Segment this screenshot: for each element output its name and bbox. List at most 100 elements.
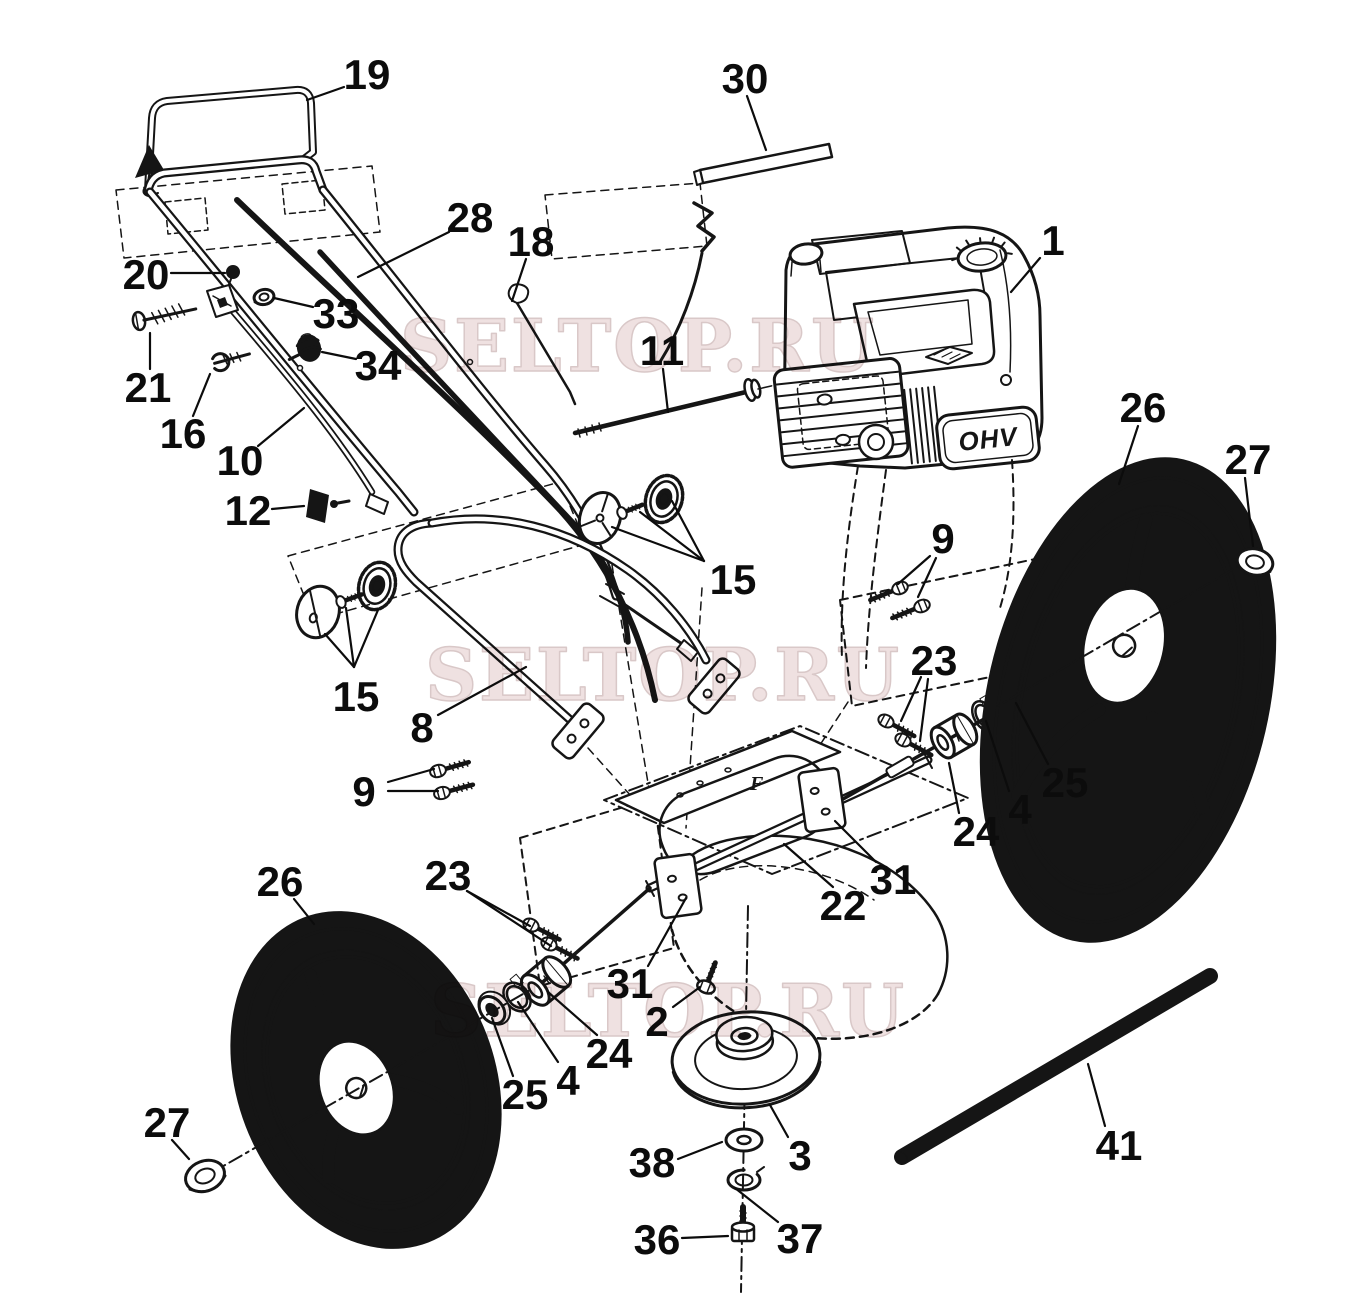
part-label-19: 19 <box>344 51 391 98</box>
leader-line-part-33 <box>272 296 315 309</box>
leader-line-part-15 <box>610 525 706 563</box>
handle-strip <box>693 142 834 186</box>
axle-nut-left <box>184 1158 227 1194</box>
leader-line-part-27 <box>170 1138 191 1161</box>
part-label-20: 20 <box>123 251 170 298</box>
engine-badge: OHV <box>935 405 1041 471</box>
part-label-38: 38 <box>629 1139 676 1186</box>
part-label-30: 30 <box>722 55 769 102</box>
leader-line-part-23 <box>899 675 923 723</box>
leader-line-part-9 <box>386 767 436 784</box>
leader-line-part-28 <box>356 230 451 279</box>
part-label-9: 9 <box>931 515 954 562</box>
leader-line-part-8 <box>436 665 528 717</box>
part-label-22: 22 <box>820 882 867 929</box>
spindle-bolt-2 <box>696 960 718 995</box>
part-label-4: 4 <box>556 1057 580 1104</box>
leader-line-part-27 <box>1243 476 1255 548</box>
part-label-23: 23 <box>911 637 958 684</box>
part-label-34: 34 <box>355 342 402 389</box>
deck-marking: F <box>749 773 764 795</box>
right-wheel <box>979 457 1277 943</box>
adjuster-screw-21 <box>131 303 198 332</box>
hook-bolt-16 <box>211 351 251 373</box>
axle-bolt-11 <box>572 369 841 438</box>
leader-line-part-34 <box>320 350 358 361</box>
watermark-text-2: SELTOP.RU <box>425 632 901 717</box>
leader-line-part-19 <box>305 85 346 102</box>
flat-washer-38 <box>724 1127 764 1153</box>
throttle-cables <box>226 197 716 703</box>
spindle-bolt-36 <box>730 1204 756 1243</box>
part-label-12: 12 <box>225 487 272 534</box>
part-label-8: 8 <box>410 704 433 751</box>
axle-bracket-left <box>653 852 703 920</box>
flange-nut-33 <box>252 287 276 307</box>
leader-line-part-26 <box>292 897 316 926</box>
part-label-26: 26 <box>257 858 304 905</box>
engine: OHV <box>772 225 1044 669</box>
part-label-36: 36 <box>634 1216 681 1263</box>
axle-bracket-right <box>797 766 847 834</box>
part-label-27: 27 <box>144 1099 191 1146</box>
leader-line-part-26 <box>1117 424 1140 486</box>
part-label-25: 25 <box>502 1071 549 1118</box>
oil-cap <box>788 242 824 266</box>
leader-line-part-15 <box>638 510 706 563</box>
handle-plate-right <box>687 657 741 715</box>
leader-line-part-4 <box>516 1000 560 1064</box>
leader-line-part-18 <box>510 257 528 303</box>
leader-line-part-25 <box>1014 701 1050 766</box>
leader-line-part-2 <box>671 985 702 1009</box>
fuel-cap <box>951 236 1013 273</box>
leader-line-part-31 <box>646 896 688 968</box>
throttle-knob-34 <box>287 333 322 362</box>
leader-line-part-24 <box>947 761 961 815</box>
part-label-18: 18 <box>508 218 555 265</box>
leader-line-part-36 <box>680 1234 730 1240</box>
leader-line-part-4 <box>984 719 1011 793</box>
leader-line-part-24 <box>546 990 599 1037</box>
part-label-3: 3 <box>788 1132 811 1179</box>
part-label-10: 10 <box>217 437 264 484</box>
leader-line-part-12 <box>270 504 306 511</box>
leader-line-part-31 <box>833 819 878 864</box>
leader-line-part-9 <box>916 556 938 599</box>
leader-line-part-15 <box>670 499 706 563</box>
part-label-24: 24 <box>953 808 1000 855</box>
leader-line-part-41 <box>1086 1062 1107 1128</box>
knob-set-left <box>295 560 398 640</box>
part-label-2: 2 <box>645 998 668 1045</box>
leader-line-part-15 <box>323 632 356 669</box>
part-label-31: 31 <box>870 856 917 903</box>
part-label-31: 31 <box>607 960 654 1007</box>
watermark-text-1: SELTOP.RU <box>400 303 876 388</box>
lock-washer-37 <box>726 1166 765 1192</box>
leader-line-part-3 <box>768 1103 790 1139</box>
part-label-26: 26 <box>1120 384 1167 431</box>
part-label-16: 16 <box>160 410 207 457</box>
part-label-15: 15 <box>710 556 757 603</box>
leader-line-part-23 <box>918 677 930 743</box>
leader-line-part-10 <box>256 406 306 448</box>
leader-line-part-15 <box>344 606 356 669</box>
lower-handle <box>393 514 741 760</box>
part-label-4: 4 <box>1008 786 1032 833</box>
axle-nut-right <box>1235 547 1275 577</box>
leader-line-part-23 <box>465 889 553 948</box>
part-label-1: 1 <box>1041 217 1064 264</box>
spark-plug-boss <box>857 423 895 461</box>
cable-clamp-12 <box>306 489 351 523</box>
leader-line-part-9 <box>896 554 932 586</box>
part-label-11: 11 <box>640 327 684 374</box>
leader-line-part-11 <box>661 367 670 414</box>
mount-arrow-icon <box>135 145 164 178</box>
blade-disc <box>670 1010 822 1110</box>
shaft-tube-41 <box>894 968 1218 1165</box>
handle-plate-left <box>551 702 605 760</box>
part-label-25: 25 <box>1042 759 1089 806</box>
cable-z-fitting <box>692 201 716 253</box>
